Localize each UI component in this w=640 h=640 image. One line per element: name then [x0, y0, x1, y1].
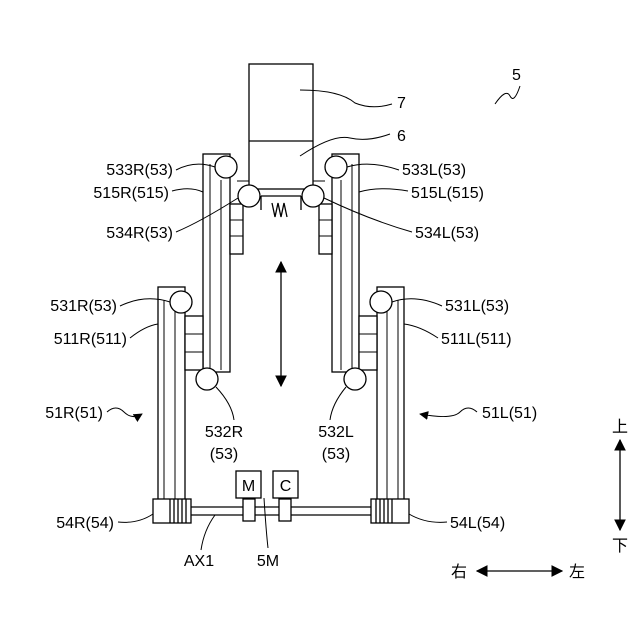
label-533R: 533R(53) — [106, 162, 173, 179]
column-515L — [319, 154, 359, 372]
label-533L: 533L(53) — [402, 162, 466, 179]
motor-box: M — [236, 471, 261, 498]
motor-label: M — [242, 478, 255, 495]
label-511R: 511R(511) — [54, 331, 127, 348]
arrow-51L — [420, 408, 477, 417]
label-515L: 515L(515) — [411, 185, 484, 202]
pulley-534R — [238, 185, 260, 207]
label-5: 5 — [512, 67, 521, 84]
pulley-532R — [196, 368, 218, 390]
label-right: 右 — [451, 563, 467, 581]
arrow-51R — [107, 408, 142, 417]
shaft-AX1 — [191, 499, 371, 521]
column-511L — [359, 287, 404, 500]
clutch-label: C — [280, 478, 292, 495]
body-7 — [249, 64, 313, 189]
label-5M: 5M — [257, 553, 279, 570]
label-534L: 534L(53) — [415, 225, 479, 242]
pulley-533R — [215, 156, 237, 178]
pulley-531L — [370, 291, 392, 313]
label-511L: 511L(511) — [441, 331, 512, 348]
column-515R — [203, 154, 243, 372]
pulley-532L — [344, 368, 366, 390]
pulley-531R — [170, 291, 192, 313]
label-515R: 515R(515) — [93, 185, 169, 202]
pulley-534L — [302, 185, 324, 207]
label-51L: 51L(51) — [482, 405, 537, 422]
label-7: 7 — [397, 95, 406, 112]
label-up: 上 — [612, 418, 628, 436]
label-left: 左 — [569, 563, 585, 581]
pulley-533L — [325, 156, 347, 178]
label-532R: 532R — [205, 424, 243, 441]
label-down: 下 — [612, 538, 628, 555]
label-531R: 531R(53) — [50, 298, 117, 315]
label-532L-group: (53) — [322, 446, 350, 463]
label-531L: 531L(53) — [445, 298, 509, 315]
drum-54L — [371, 499, 409, 523]
label-534R: 534R(53) — [106, 225, 173, 242]
clutch-box: C — [273, 471, 298, 498]
label-54L: 54L(54) — [450, 515, 505, 532]
column-511R — [158, 287, 203, 500]
label-54R: 54R(54) — [56, 515, 114, 532]
spring — [261, 196, 301, 217]
drum-54R — [153, 499, 191, 523]
label-51R: 51R(51) — [45, 405, 103, 422]
label-532L: 532L — [318, 424, 354, 441]
label-532R-group: (53) — [210, 446, 238, 463]
label-6: 6 — [397, 128, 406, 145]
label-AX1: AX1 — [184, 553, 214, 570]
